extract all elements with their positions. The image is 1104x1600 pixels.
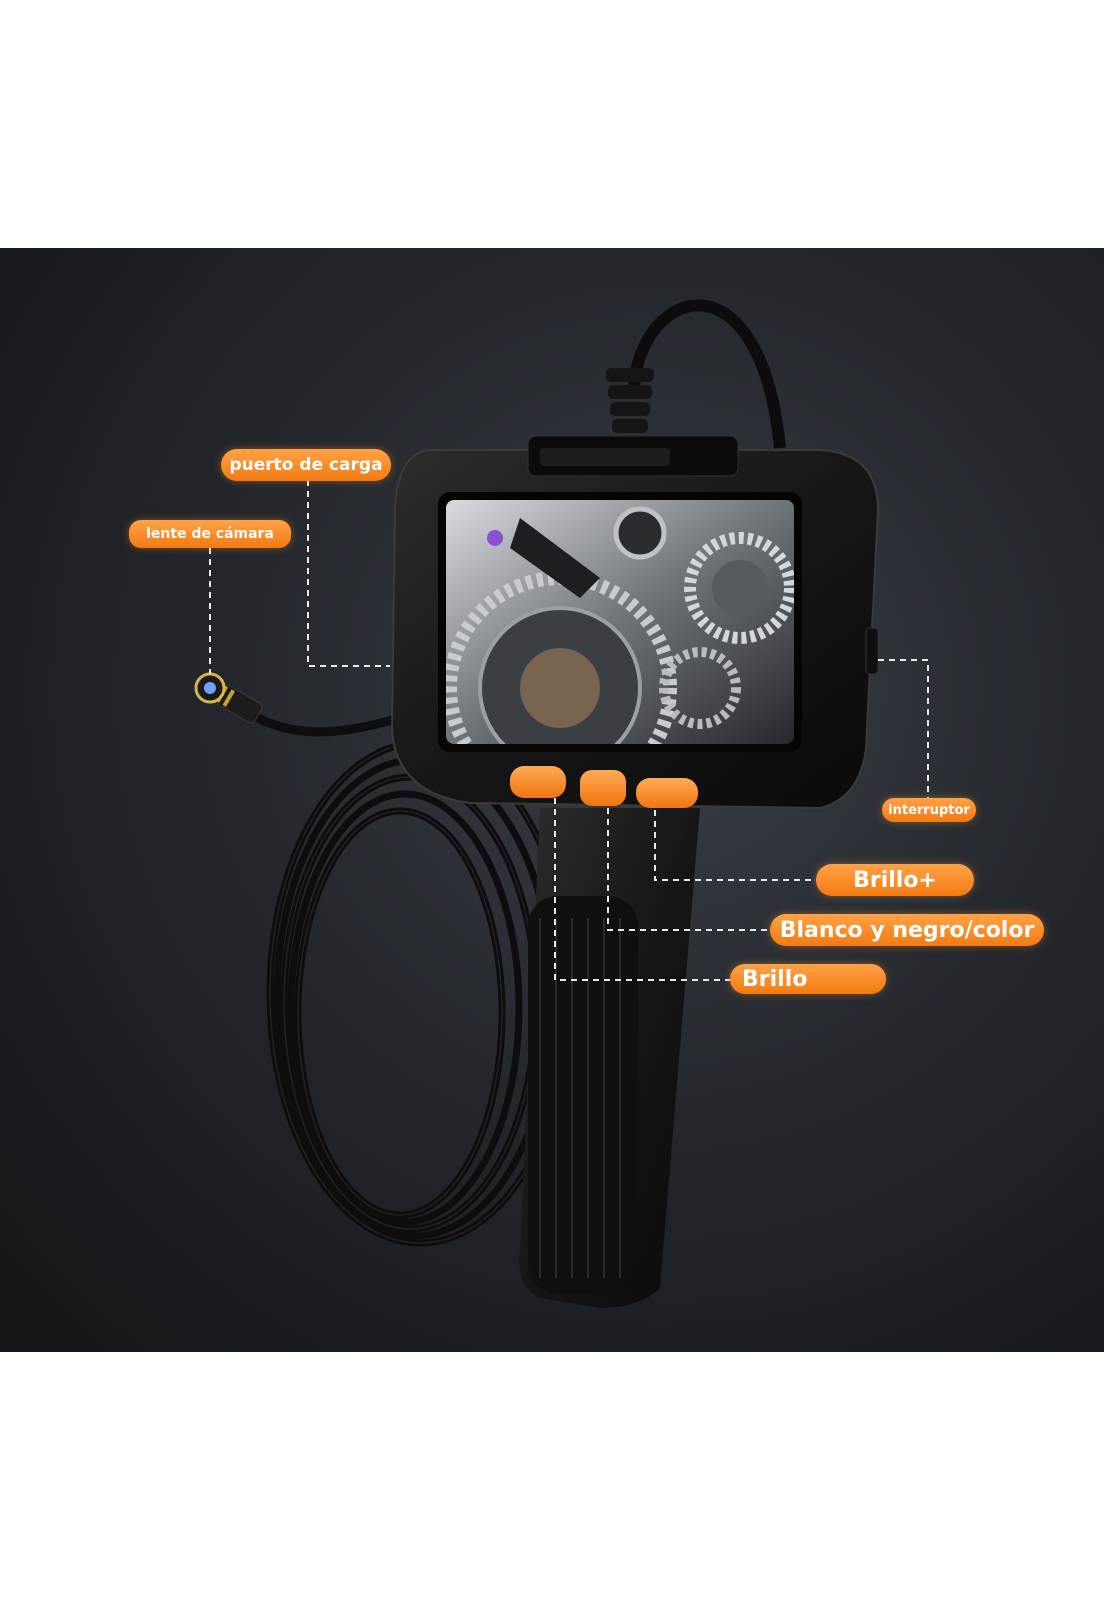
probe-cable	[237, 704, 402, 737]
top-cable	[628, 299, 786, 449]
switch-label-text: interruptor	[888, 802, 970, 818]
camera-lens-label: lente de cámara	[129, 520, 291, 548]
endoscope-illustration	[194, 299, 929, 1308]
bw-color-label: Blanco y negro/color	[770, 914, 1044, 946]
leader-lines	[209, 480, 929, 981]
brightness-plus-label-text: Brillo+	[853, 867, 937, 893]
switch-label: interruptor	[882, 798, 976, 822]
brightness-label-text: Brillo	[742, 966, 808, 992]
cable-strain-relief	[606, 368, 654, 433]
camera-lens-label-text: lente de cámara	[146, 526, 274, 542]
brightness-label: Brillo	[730, 964, 886, 994]
product-photo: puerto de carga lente de cámara interrup…	[0, 248, 1104, 1352]
brightness-plus-label: Brillo+	[816, 864, 974, 896]
grip-pad	[528, 896, 638, 1294]
brightness-plus-button	[636, 778, 698, 808]
brightness-button	[510, 766, 566, 798]
charging-port-label-text: puerto de carga	[229, 455, 383, 475]
grip-ridges	[539, 918, 621, 1278]
bw-color-button	[580, 770, 626, 806]
lens-glass	[204, 682, 216, 694]
charging-port-slot	[540, 448, 670, 466]
charging-port-label: puerto de carga	[221, 449, 391, 481]
power-switch	[865, 627, 879, 675]
bw-color-label-text: Blanco y negro/color	[779, 917, 1035, 943]
screen-image	[446, 500, 794, 744]
